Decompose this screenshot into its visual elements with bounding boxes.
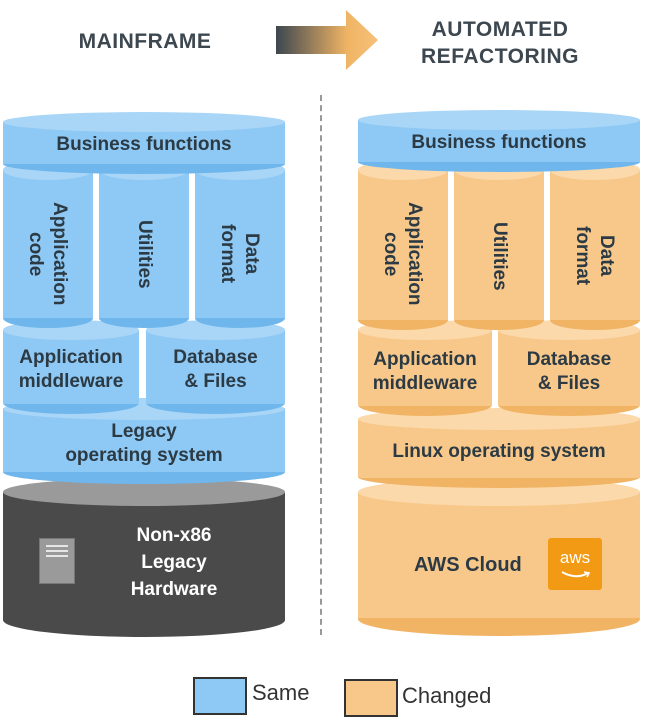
left-header: MAINFRAME xyxy=(78,30,212,53)
legend-changed-swatch xyxy=(344,679,398,717)
server-icon xyxy=(39,538,75,584)
hardware-label: Non-x86 Legacy Hardware xyxy=(130,525,218,600)
left-hardware-layer: Non-x86 Legacy Hardware xyxy=(3,478,285,638)
right-header: AUTOMATED REFACTORING xyxy=(400,16,600,70)
os-label-line1: Legacy xyxy=(111,421,177,442)
right-header-line1: AUTOMATED xyxy=(431,18,569,41)
right-cloud-layer: AWS Cloud aws xyxy=(358,478,640,636)
left-middleware-layer: Application middleware xyxy=(3,320,139,414)
cloud-label: AWS Cloud xyxy=(414,554,522,576)
aws-logo-icon: aws xyxy=(548,538,602,590)
left-business-layer: Business functions xyxy=(3,112,285,174)
right-database-layer: Database & Files xyxy=(498,320,640,416)
right-middleware-layer: Application middleware xyxy=(358,320,492,416)
right-header-line2: REFACTORING xyxy=(421,45,579,68)
right-os-layer: Linux operating system xyxy=(358,408,640,488)
divider xyxy=(320,95,322,635)
right-utilities-column: Utilities xyxy=(454,160,544,330)
right-arrow-icon xyxy=(276,10,378,70)
legend-changed-label: Changed xyxy=(402,683,492,708)
os-label-line2: operating system xyxy=(65,445,223,466)
right-business-layer: Business functions xyxy=(358,110,640,172)
left-database-layer: Database & Files xyxy=(146,320,285,414)
legend-same-swatch xyxy=(193,677,247,715)
legend-same-label: Same xyxy=(252,680,310,705)
left-utilities-column: Utilities xyxy=(99,160,189,328)
